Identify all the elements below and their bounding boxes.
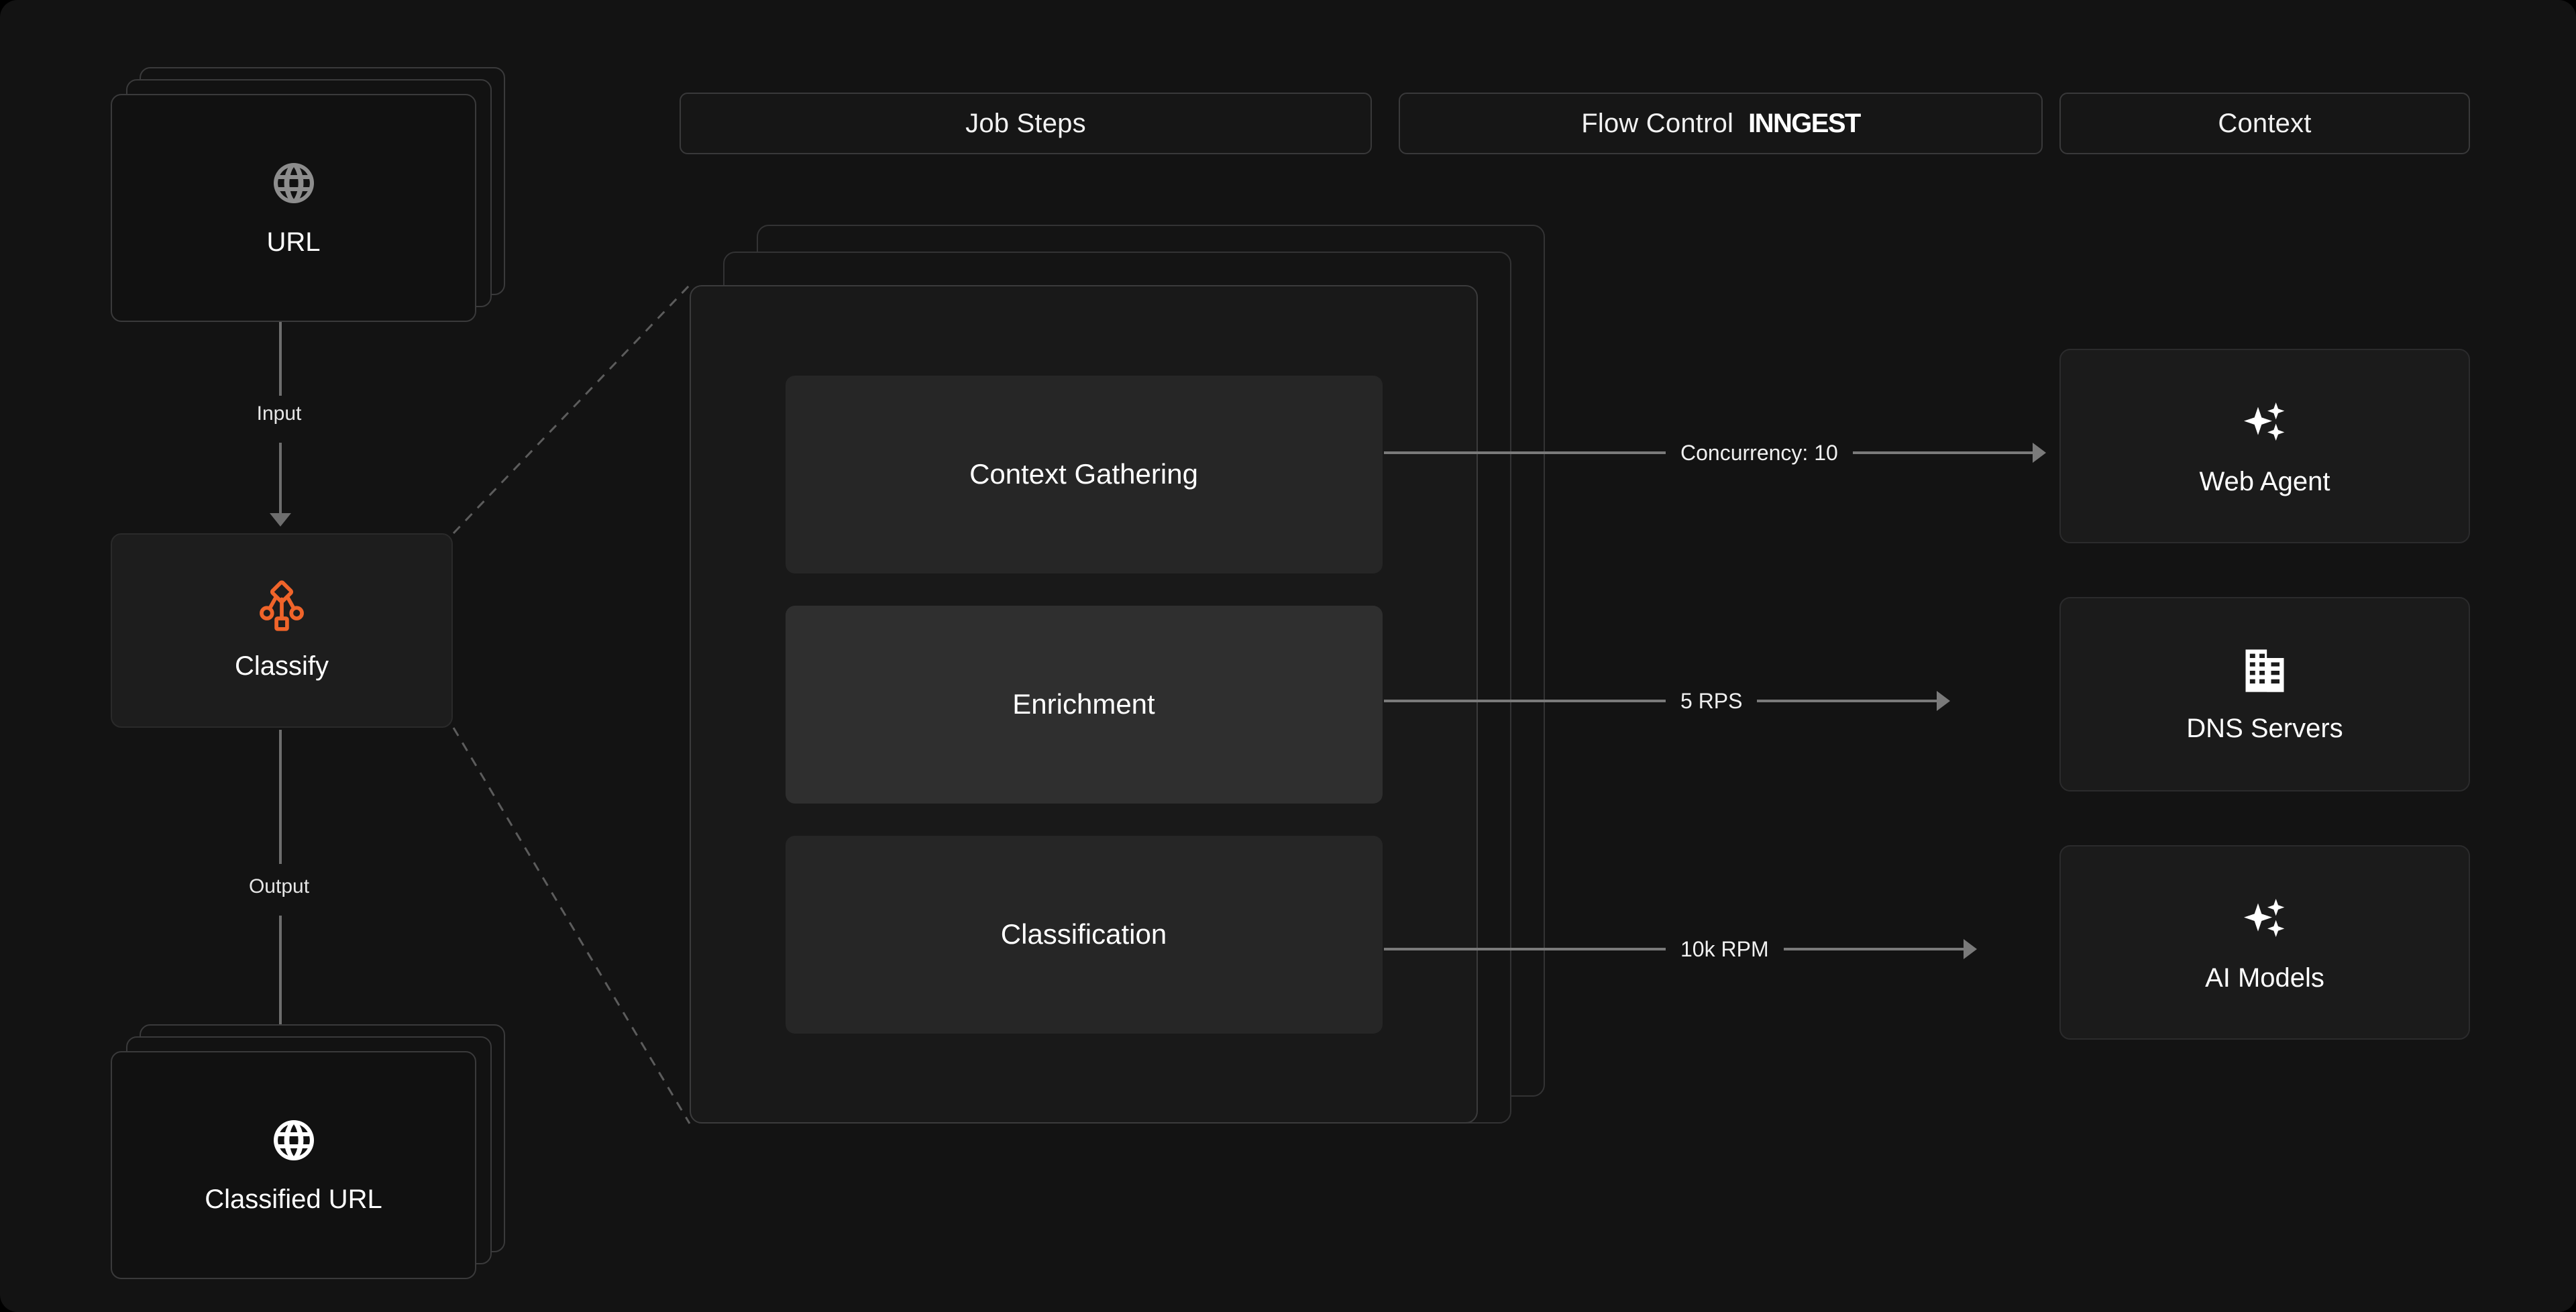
step-label: Enrichment xyxy=(1012,688,1155,720)
node-classified-url-label: Classified URL xyxy=(205,1184,382,1214)
edge-label-output: Output xyxy=(248,875,310,897)
node-url-label: URL xyxy=(266,227,321,257)
connector-input-lower xyxy=(279,443,282,516)
node-classify-label: Classify xyxy=(234,651,329,681)
arrowhead-input xyxy=(270,513,291,527)
header-context-label: Context xyxy=(2218,108,2312,138)
header-job-steps: Job Steps xyxy=(680,93,1372,154)
step-card-classification[interactable]: Classification xyxy=(785,835,1383,1034)
flow-control-label-concurrency: Concurrency: 10 xyxy=(1680,440,1838,465)
context-card-label: Web Agent xyxy=(2199,466,2330,496)
context-card-label: AI Models xyxy=(2205,963,2324,993)
connector-output-lower xyxy=(279,916,282,1030)
step-label: Context Gathering xyxy=(969,458,1198,490)
header-job-steps-label: Job Steps xyxy=(965,108,1086,138)
sparkles-icon xyxy=(2238,892,2292,946)
header-flow-control-label: Flow Control xyxy=(1581,108,1734,138)
node-classify[interactable]: Classify xyxy=(111,533,453,728)
node-url[interactable]: URL xyxy=(111,94,476,322)
step-card-context-gathering[interactable]: Context Gathering xyxy=(785,375,1383,573)
step-card-enrichment[interactable]: Enrichment xyxy=(785,605,1383,804)
edge-label-input: Input xyxy=(256,402,302,425)
connector-segment-right xyxy=(1757,700,1939,702)
context-card-dns-servers[interactable]: DNS Servers xyxy=(2059,597,2470,791)
arrowhead-icon xyxy=(1963,939,1977,959)
globe-icon xyxy=(270,159,318,207)
workflow-hierarchy-icon xyxy=(256,580,307,631)
node-classified-url[interactable]: Classified URL xyxy=(111,1051,476,1279)
header-flow-control: Flow Control INNGEST xyxy=(1399,93,2043,154)
context-card-web-agent[interactable]: Web Agent xyxy=(2059,349,2470,543)
header-context: Context xyxy=(2059,93,2470,154)
connector-segment-right xyxy=(1852,451,2034,454)
connector-segment-right xyxy=(1783,948,1965,950)
context-card-label: DNS Servers xyxy=(2186,713,2343,743)
arrowhead-icon xyxy=(1937,691,1951,711)
connector-input-upper xyxy=(279,322,282,396)
flow-control-label-rps: 5 RPS xyxy=(1680,688,1743,713)
context-card-ai-models[interactable]: AI Models xyxy=(2059,845,2470,1040)
connector-output-upper xyxy=(279,730,282,864)
flow-control-label-rpm: 10k RPM xyxy=(1680,936,1769,961)
arrowhead-icon xyxy=(2032,443,2046,463)
building-icon xyxy=(2239,645,2290,696)
job-steps-panel: Context Gathering Enrichment Classificat… xyxy=(690,285,1478,1124)
expansion-line-top xyxy=(452,284,691,535)
globe-icon xyxy=(270,1116,318,1164)
inngest-wordmark: INNGEST xyxy=(1748,108,1861,138)
sparkles-icon xyxy=(2238,396,2292,449)
step-label: Classification xyxy=(1000,918,1167,950)
